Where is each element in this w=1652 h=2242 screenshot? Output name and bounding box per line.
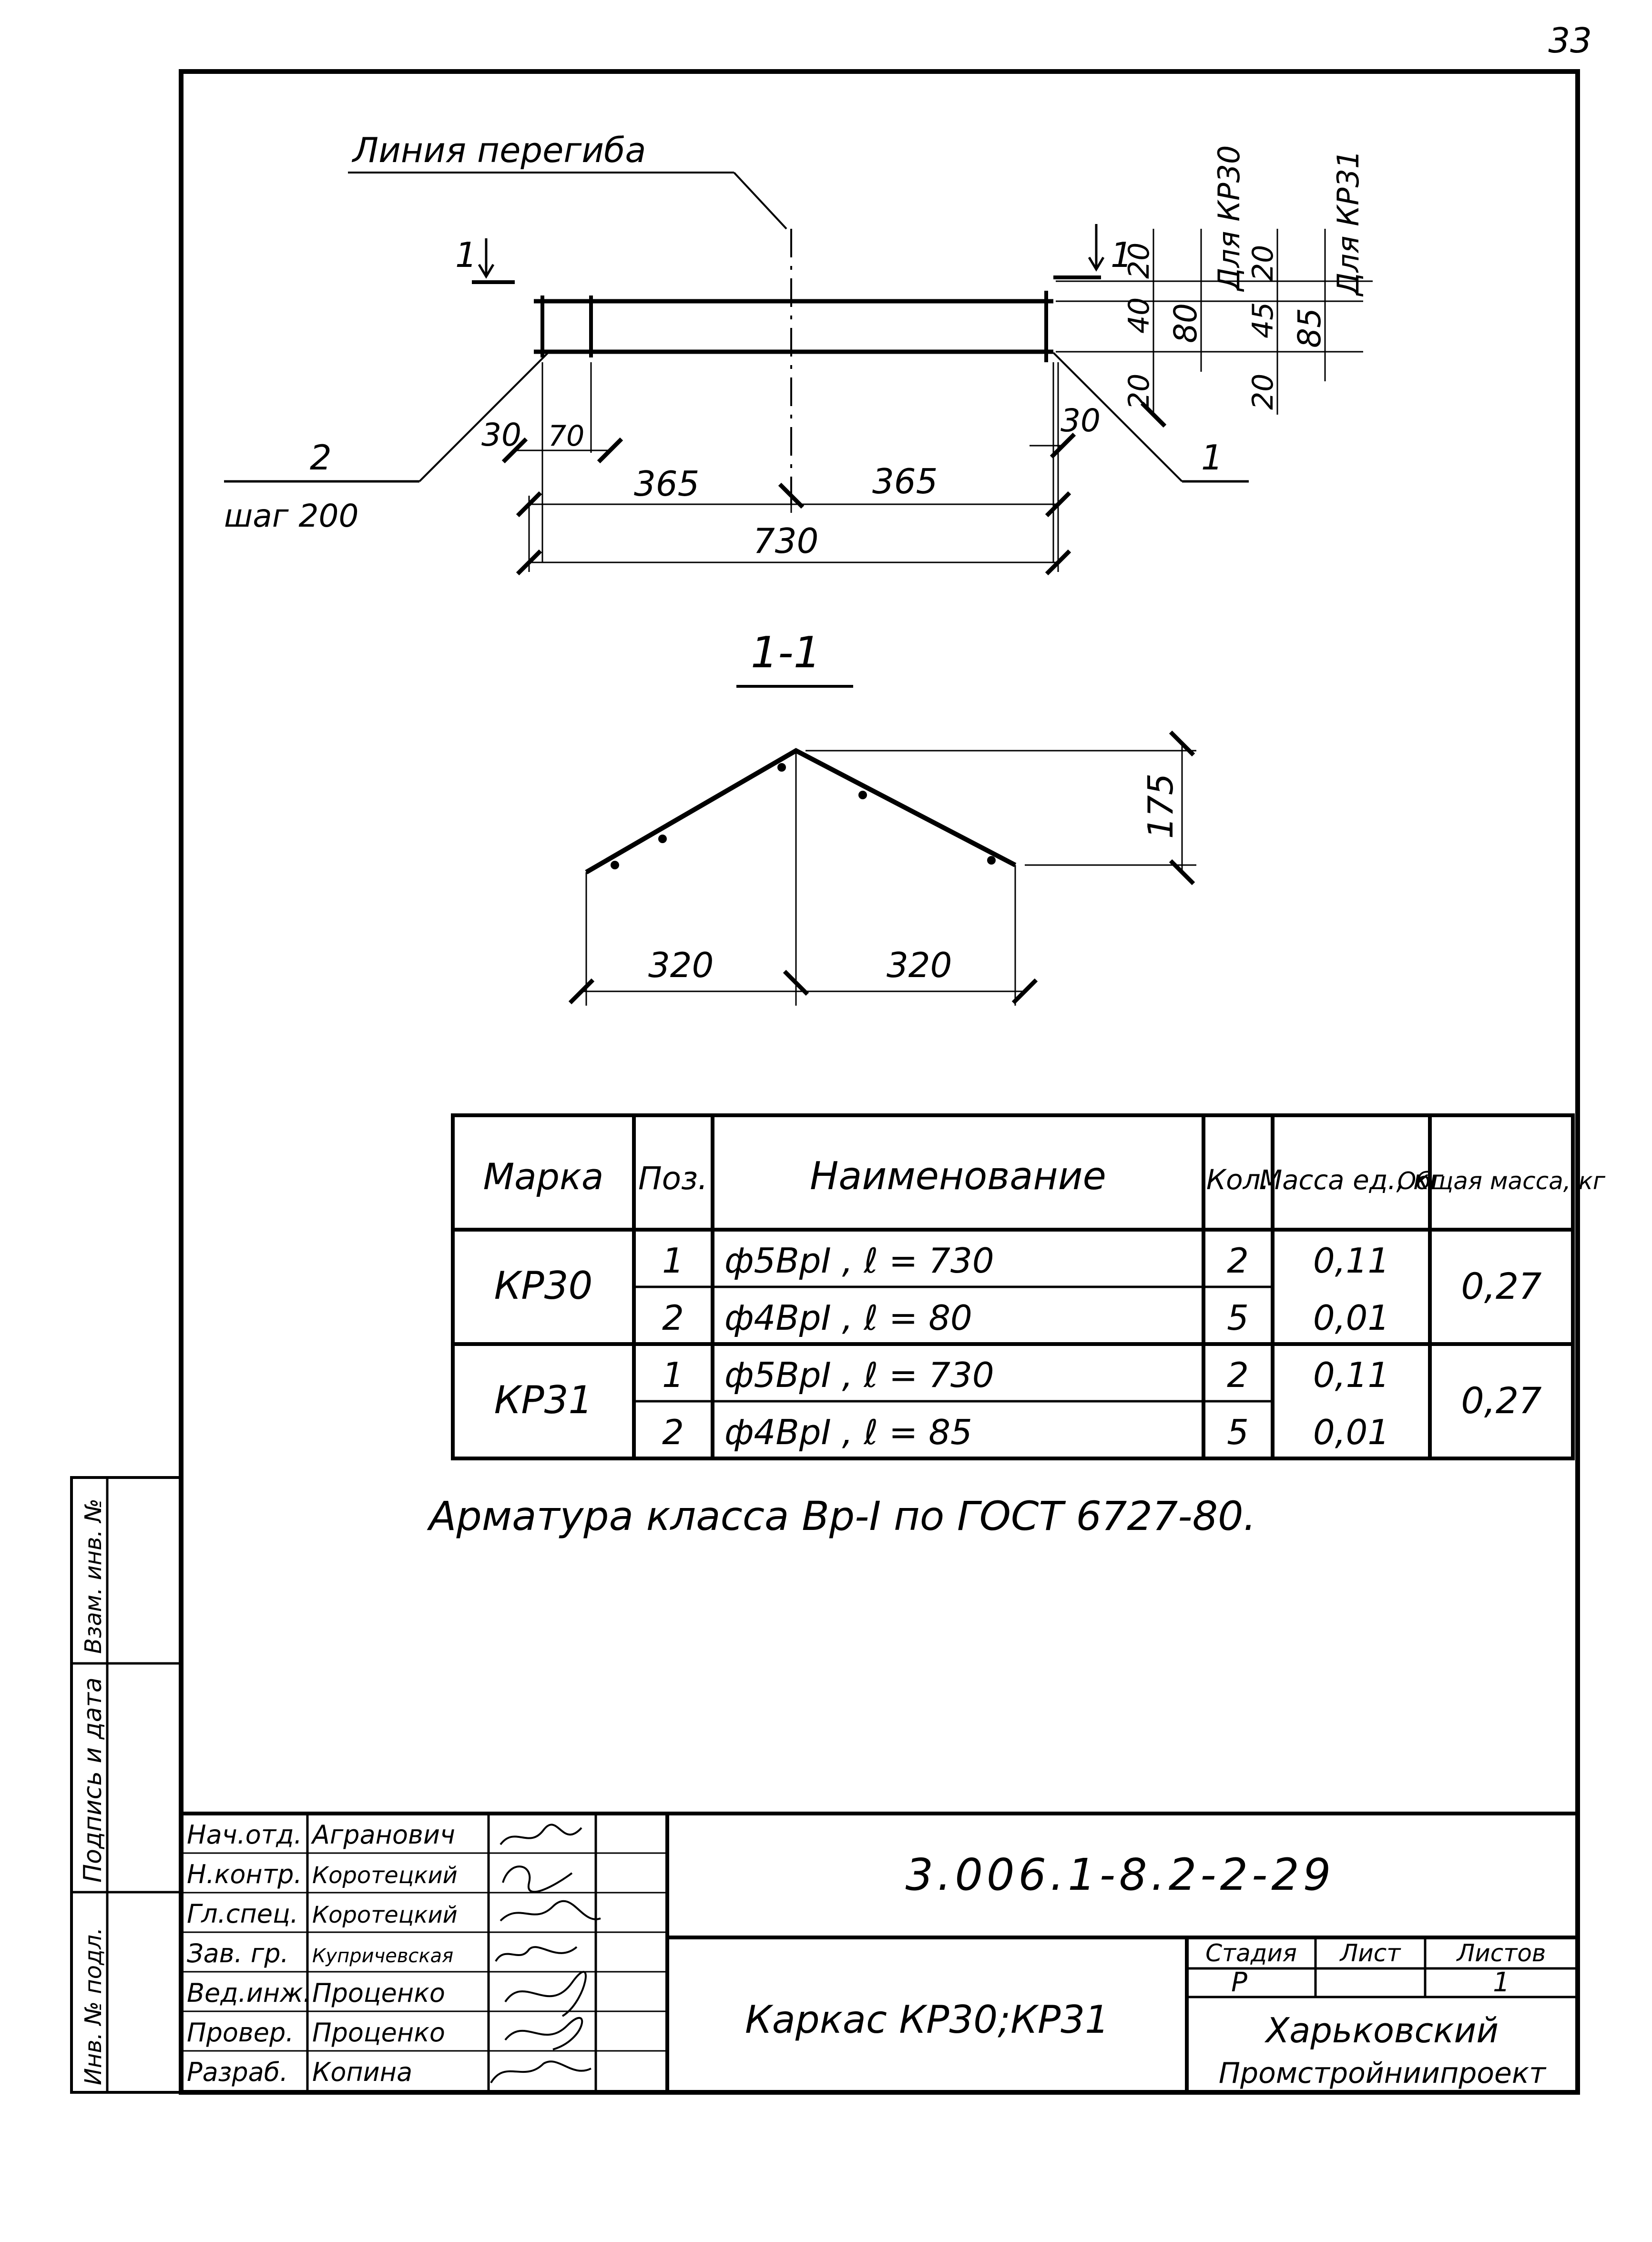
th-name: Наименование xyxy=(810,1154,1106,1198)
kr31-row2-name: ф4ВрI , ℓ = 85 xyxy=(724,1412,972,1452)
role-2: Гл.спец. xyxy=(187,1899,298,1929)
dim-320-left: 320 xyxy=(648,945,714,985)
kr30-total: 0,27 xyxy=(1461,1265,1541,1307)
stamp-vzam-inv: Взам. инв. № xyxy=(80,1498,107,1654)
sheets-value: 1 xyxy=(1493,1967,1510,1998)
sheets-header: Листов xyxy=(1456,1939,1546,1967)
sheet-header: Лист xyxy=(1339,1939,1402,1967)
section-mark-left: 1 xyxy=(455,235,477,275)
dim-v20-top: 20 xyxy=(1122,243,1156,279)
kr31-total: 0,27 xyxy=(1461,1379,1541,1422)
dim-175: 175 xyxy=(1141,774,1181,839)
dim-v45: 45 xyxy=(1246,302,1280,338)
dim-365-left: 365 xyxy=(634,464,699,504)
kr30-row2-pos: 2 xyxy=(662,1298,684,1338)
signature-1 xyxy=(502,1865,573,1893)
org-line-2: Промстройниипроект xyxy=(1219,2057,1547,2090)
title-block: Нач.отд. Агранович Н.контр. Коротецкий Г… xyxy=(181,1812,1578,2092)
mark-kr30: КР30 xyxy=(494,1264,593,1308)
dim-v40: 40 xyxy=(1122,297,1156,334)
th-total-mass: Общая масса, кг xyxy=(1397,1167,1606,1195)
role-1: Н.контр. xyxy=(187,1859,302,1889)
label-for-kr30: Для КР30 xyxy=(1212,145,1246,292)
kr31-row1-mass: 0,11 xyxy=(1313,1355,1389,1395)
kr30-row1-mass: 0,11 xyxy=(1313,1241,1389,1281)
kr31-row1-qty: 2 xyxy=(1227,1355,1249,1395)
specification-table: Марка Поз. Наименование Кол. Масса ед., … xyxy=(451,1113,1606,1460)
name-6: Копина xyxy=(312,2057,412,2087)
org-line-1: Харьковский xyxy=(1264,2010,1499,2050)
dim-320-right: 320 xyxy=(887,945,952,985)
bent-profile xyxy=(585,748,1017,875)
signature-6 xyxy=(490,2060,591,2084)
th-total-mass-text: Общая масса, кг xyxy=(1397,1167,1606,1195)
stage-header: Стадия xyxy=(1205,1939,1297,1967)
signature-4 xyxy=(504,1971,587,2017)
mark-kr31: КР31 xyxy=(494,1378,593,1422)
kr30-row1-pos: 1 xyxy=(662,1241,684,1281)
th-qty: Кол. xyxy=(1206,1163,1269,1196)
th-mark: Марка xyxy=(483,1155,604,1198)
kr30-row1-qty: 2 xyxy=(1227,1241,1249,1281)
label-for-kr31: Для КР31 xyxy=(1331,150,1366,297)
dim-70: 70 xyxy=(548,419,584,453)
stamp-inv-podl: Инв. № подл. xyxy=(80,1927,107,2085)
kr30-row2-qty: 5 xyxy=(1227,1298,1249,1338)
reinforcement-note: Арматура класса Вр-I по ГОСТ 6727-80. xyxy=(427,1493,1256,1539)
name-3: Купричевская xyxy=(312,1945,453,1967)
stage-value: Р xyxy=(1231,1967,1247,1998)
section-title: 1-1 xyxy=(751,628,821,678)
role-3: Зав. гр. xyxy=(187,1938,289,1968)
signature-0 xyxy=(500,1824,582,1845)
kr31-row1-pos: 1 xyxy=(662,1355,684,1395)
dim-v80: 80 xyxy=(1167,303,1204,343)
kr30-row1-name: ф5ВрI , ℓ = 730 xyxy=(724,1241,994,1281)
signature-5 xyxy=(504,2017,583,2050)
th-unit-mass-text: Масса ед., кг xyxy=(1259,1165,1444,1196)
dim-v20-bottom-2: 20 xyxy=(1246,374,1280,410)
kr30-row2-mass: 0,01 xyxy=(1313,1298,1389,1338)
bend-line-label: Линия перегиба xyxy=(351,130,646,170)
section-mark-right: 1 xyxy=(1111,235,1132,275)
kr31-row2-qty: 5 xyxy=(1227,1412,1249,1452)
section-1-1: 1-1 320 320 175 xyxy=(568,628,1196,1006)
kr31-row2-pos: 2 xyxy=(662,1412,684,1452)
name-2: Коротецкий xyxy=(312,1902,458,1928)
plan-view: Линия перегиба 1 1 2 шаг 200 1 xyxy=(224,130,1373,576)
pos-1-label: 1 xyxy=(1201,438,1223,478)
dim-v20-top-2: 20 xyxy=(1246,245,1280,281)
dim-30-right: 30 xyxy=(1061,402,1101,439)
dim-365-right: 365 xyxy=(872,461,938,501)
name-0: Агранович xyxy=(311,1820,455,1850)
kr30-row2-name: ф4ВрI , ℓ = 80 xyxy=(724,1298,972,1338)
kr31-row1-name: ф5ВрI , ℓ = 730 xyxy=(724,1355,994,1395)
name-4: Проценко xyxy=(312,1978,445,2008)
name-1: Коротецкий xyxy=(312,1862,458,1889)
dim-30-left: 30 xyxy=(481,417,521,453)
dim-730: 730 xyxy=(753,521,818,561)
dim-v20-bottom: 20 xyxy=(1122,374,1156,410)
doc-code: 3.006.1-8.2-2-29 xyxy=(906,1849,1335,1900)
role-0: Нач.отд. xyxy=(187,1820,302,1850)
drawing-title: Каркас КР30;КР31 xyxy=(745,1997,1109,2042)
role-4: Вед.инж. xyxy=(187,1978,311,2008)
signature-3 xyxy=(495,1946,578,1962)
pos-2-step: шаг 200 xyxy=(224,498,358,534)
dim-v85: 85 xyxy=(1291,308,1328,348)
th-pos: Поз. xyxy=(638,1160,708,1197)
sheet-frame xyxy=(179,69,1580,2095)
kr31-row2-mass: 0,01 xyxy=(1313,1412,1389,1452)
side-stamp: Взам. инв. № Подпись и дата Инв. № подл. xyxy=(70,1476,183,2094)
pos-2-label: 2 xyxy=(310,438,332,478)
signature-2 xyxy=(500,1900,601,1922)
role-6: Разраб. xyxy=(187,2057,288,2087)
role-5: Провер. xyxy=(187,2018,294,2048)
name-5: Проценко xyxy=(312,2018,445,2048)
th-unit-mass: Масса ед., кг xyxy=(1259,1165,1444,1196)
stamp-podpis-data: Подпись и дата xyxy=(79,1677,107,1883)
page-number: 33 xyxy=(1548,20,1592,61)
